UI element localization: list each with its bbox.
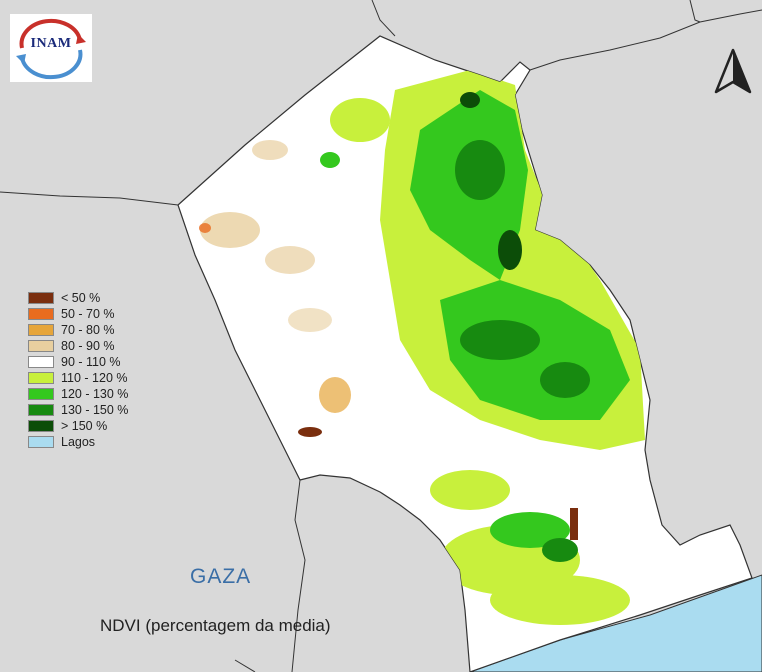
legend-item: 90 - 110 % [28,354,128,370]
legend-label: < 50 % [61,291,101,305]
legend-label: 90 - 110 % [61,355,121,369]
border-north-east [529,9,762,71]
legend-label: 110 - 120 % [61,371,128,385]
legend-label: 130 - 150 % [61,403,129,417]
border-west [0,191,179,206]
legend-label: 70 - 80 % [61,323,115,337]
legend-swatch [28,436,54,448]
legend-swatch [28,340,54,352]
region-name: GAZA [190,565,252,588]
legend-item: 80 - 90 % [28,338,128,354]
legend-swatch [28,308,54,320]
legend-item: 130 - 150 % [28,402,128,418]
legend-label: Lagos [61,435,96,449]
legend-item: > 150 % [28,418,128,434]
ndvi-layer [199,70,645,625]
legend-swatch [28,356,54,368]
logo-text: INAM [30,36,72,51]
legend-label: 80 - 90 % [61,339,115,353]
legend-item: Lagos [28,434,128,450]
inam-logo: INAM [10,14,92,82]
legend-item: 50 - 70 % [28,306,128,322]
legend-swatch [28,388,54,400]
legend-item: 110 - 120 % [28,370,128,386]
border-north-1 [371,0,396,37]
legend-item: < 50 % [28,290,128,306]
legend-swatch [28,292,54,304]
border-south-west-2 [234,659,256,672]
legend-label: 50 - 70 % [61,307,115,321]
logo-swoosh-icon [16,18,86,80]
legend-label: > 150 % [61,419,108,433]
legend-swatch [28,324,54,336]
north-arrow-icon [712,48,754,96]
border-south-west [291,479,306,672]
legend-swatch [28,420,54,432]
map-subtitle: NDVI (percentagem da media) [100,616,331,635]
legend-item: 120 - 130 % [28,386,128,402]
legend-swatch [28,404,54,416]
map-legend: < 50 % 50 - 70 % 70 - 80 % 80 - 90 % 90 - 11… [28,290,128,450]
legend-label: 120 - 130 % [61,387,129,401]
legend-swatch [28,372,54,384]
legend-item: 70 - 80 % [28,322,128,338]
border-north-2 [689,0,701,23]
